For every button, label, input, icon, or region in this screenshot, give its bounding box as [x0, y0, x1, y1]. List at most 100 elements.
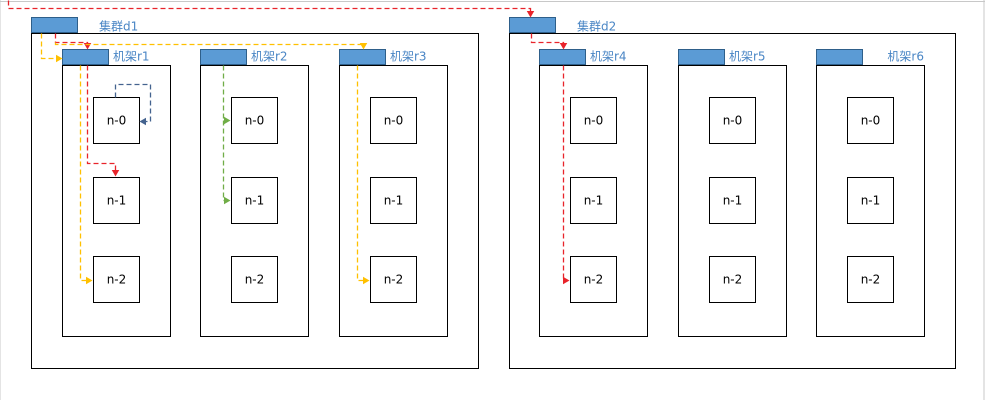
- node-box: [709, 97, 756, 144]
- node-n-0: n-0: [370, 97, 417, 144]
- cluster-d1: 集群d1机架r1n-0n-1n-2机架r2n-0n-1n-2机架r3n-0n-1…: [31, 17, 479, 369]
- node-n-0: n-0: [847, 97, 894, 144]
- paths-layer: [7, 0, 570, 285]
- node-label: n-1: [723, 194, 743, 208]
- node-n-1: n-1: [847, 177, 894, 224]
- node-n-1: n-1: [93, 177, 140, 224]
- node-n-0: n-0: [93, 97, 140, 144]
- rack-tab: [678, 49, 725, 65]
- node-n-2: n-2: [847, 256, 894, 303]
- path-red-r4-to-n2: [562, 65, 570, 285]
- rack-r3: 机架r3 n-0 n-1 n-2: [339, 49, 448, 337]
- node-n-2: n-2: [709, 256, 756, 303]
- node-label: n-0: [384, 114, 404, 128]
- rack-label: 机架r6: [887, 50, 924, 64]
- node-n-2: n-2: [370, 256, 417, 303]
- node-label: n-0: [245, 114, 265, 128]
- node-n-0: n-0: [709, 97, 756, 144]
- rack-label: 机架r2: [251, 50, 288, 64]
- cluster-tab: [31, 17, 78, 33]
- path-red-d2-to-r4: [530, 33, 568, 50]
- node-label: n-2: [384, 273, 404, 287]
- path-yellow-r3-to-n2: [356, 65, 370, 285]
- dashed-line: [222, 65, 226, 122]
- node-box: [231, 97, 278, 144]
- dashed-line: [530, 33, 565, 45]
- node-label: n-2: [245, 273, 265, 287]
- node-label: n-0: [107, 114, 127, 128]
- dashed-line: [54, 33, 89, 45]
- arrowhead-icon: [563, 276, 570, 285]
- path-yellow-to-r3: [54, 42, 368, 50]
- node-box: [370, 177, 417, 224]
- rack-tab: [62, 49, 109, 65]
- node-box: [847, 177, 894, 224]
- node-box: [231, 177, 278, 224]
- rack-r6: 机架r6 n-0 n-1 n-2: [816, 49, 925, 337]
- rack-frame: [200, 65, 309, 337]
- rack-r5: 机架r5 n-0 n-1 n-2: [678, 49, 787, 337]
- arrowhead-icon: [224, 116, 231, 125]
- node-box: [847, 97, 894, 144]
- node-label: n-1: [584, 194, 604, 208]
- node-n-2: n-2: [231, 256, 278, 303]
- dashed-line: [79, 65, 88, 282]
- path-red-r1-n0-to-n1: [86, 65, 120, 177]
- node-box: [709, 256, 756, 303]
- path-green-r2-to-n0: [222, 65, 231, 125]
- rack-frame: [339, 65, 448, 337]
- node-label: n-2: [584, 273, 604, 287]
- node-label: n-0: [861, 114, 881, 128]
- arrowhead-icon: [224, 196, 231, 205]
- path-green-r2-to-n1: [222, 120, 231, 205]
- dashed-line: [114, 83, 152, 123]
- node-box: [570, 97, 617, 144]
- node-box: [370, 256, 417, 303]
- arrowhead-icon: [363, 276, 370, 285]
- rack-label: 机架r1: [113, 50, 150, 64]
- node-box: [370, 97, 417, 144]
- node-label: n-0: [584, 114, 604, 128]
- rack-r1: 机架r1 n-0 n-1 n-2: [62, 49, 171, 337]
- node-label: n-1: [861, 194, 881, 208]
- arrowhead-icon: [139, 117, 146, 126]
- path-yellow-r1-to-n2: [79, 65, 93, 285]
- arrowhead-icon: [56, 54, 63, 63]
- path-yellow-d1-to-r1: [40, 33, 63, 63]
- rack-label: 机架r5: [729, 50, 766, 64]
- cluster-label: 集群d2: [577, 19, 616, 34]
- path-blue-loop-r1-n0: [114, 83, 152, 126]
- arrowhead-icon: [111, 170, 120, 177]
- node-label: n-1: [384, 194, 404, 208]
- dashed-line: [54, 42, 364, 46]
- dashed-line: [86, 65, 117, 172]
- node-label: n-0: [723, 114, 743, 128]
- node-box: [93, 177, 140, 224]
- node-label: n-2: [107, 273, 127, 287]
- cluster-d2: 集群d2机架r4n-0n-1n-2机架r5n-0n-1n-2机架r6n-0n-1…: [509, 17, 956, 369]
- node-n-1: n-1: [231, 177, 278, 224]
- node-n-1: n-1: [370, 177, 417, 224]
- rack-r2: 机架r2 n-0 n-1 n-2: [200, 49, 309, 337]
- node-box: [847, 256, 894, 303]
- rack-tab: [339, 49, 386, 65]
- rack-label: 机架r3: [390, 50, 427, 64]
- node-box: [93, 256, 140, 303]
- node-box: [570, 256, 617, 303]
- node-box: [93, 97, 140, 144]
- rack-tab: [816, 49, 863, 65]
- node-label: n-1: [107, 194, 127, 208]
- node-label: n-2: [861, 273, 881, 287]
- dashed-line: [356, 65, 365, 282]
- dashed-line: [7, 0, 532, 13]
- path-red-top: [7, 0, 535, 18]
- dashed-line: [222, 120, 226, 202]
- cluster-frame: [509, 33, 956, 369]
- arrowhead-icon: [359, 43, 368, 50]
- node-box: [709, 177, 756, 224]
- dashed-line: [40, 33, 58, 60]
